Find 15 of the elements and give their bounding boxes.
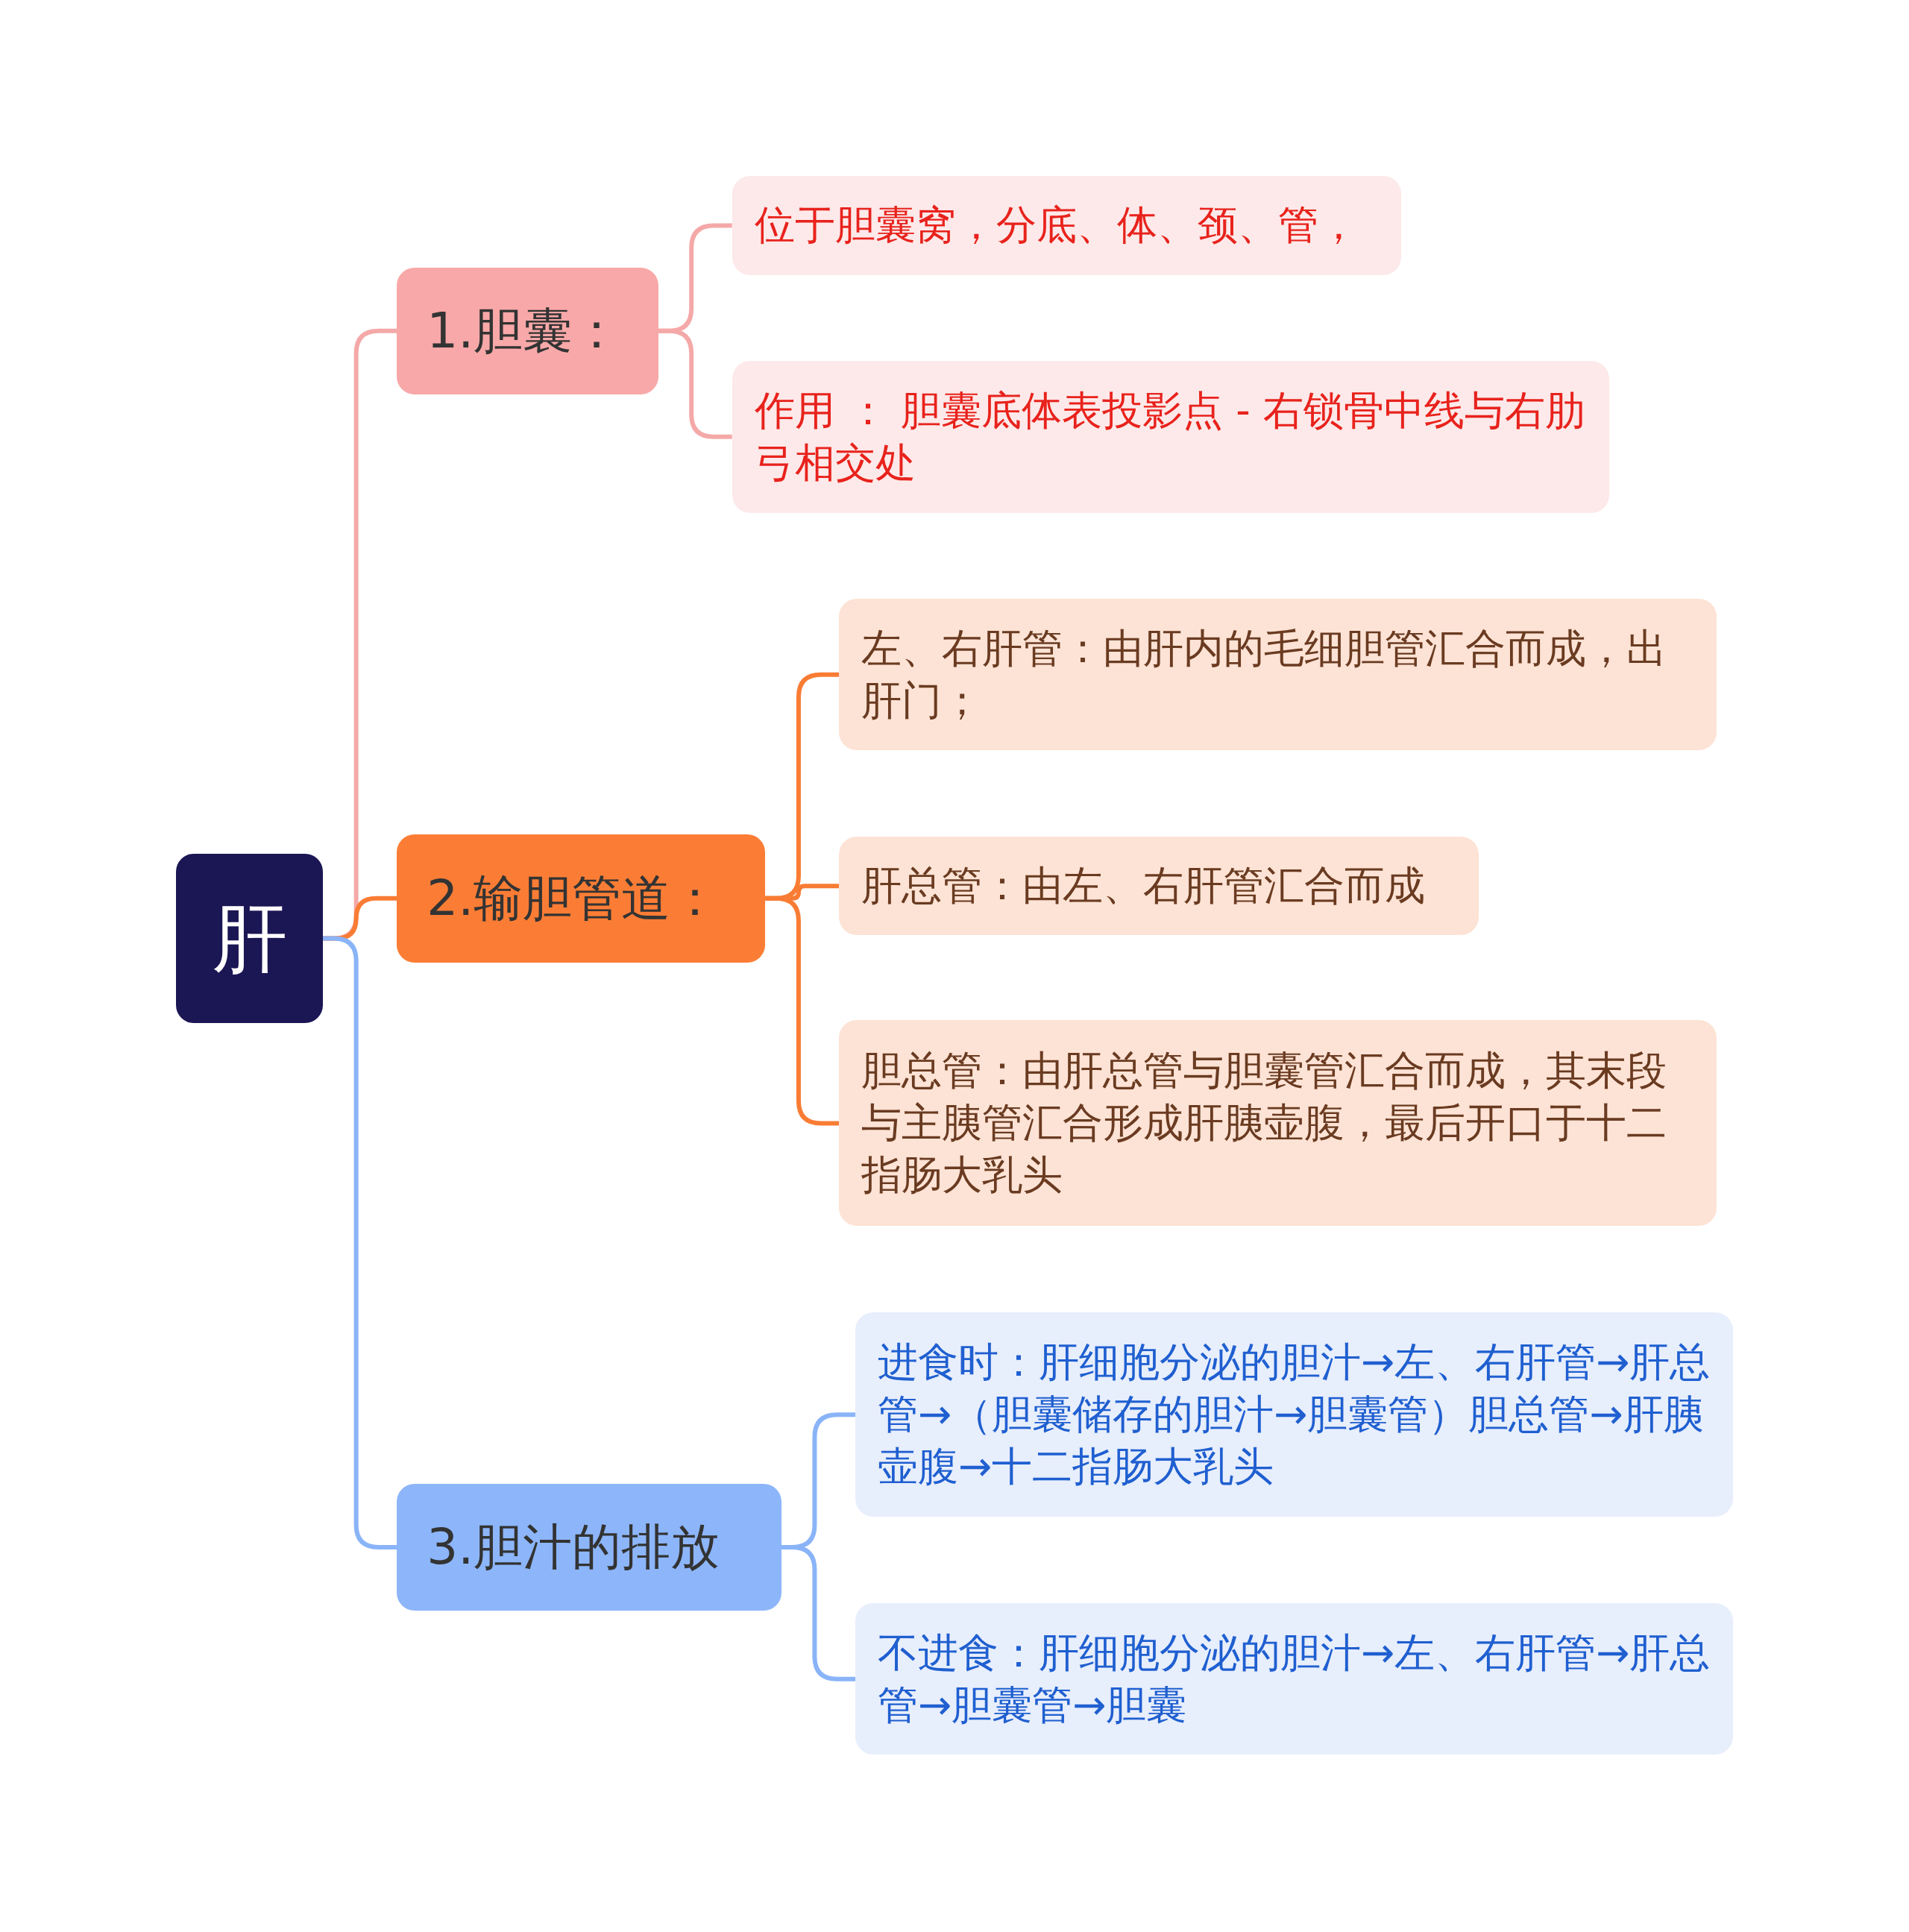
branch-topic-box: 2.输胆管道： (397, 834, 766, 963)
connector-line (765, 896, 840, 1126)
branch-topic-box: 1.胆囊： (397, 267, 658, 394)
subtopic-box: 左、右肝管：由肝内的毛细胆管汇合而成，出肝门； (839, 599, 1717, 751)
subtopic-box: 位于胆囊窝，分底、体、颈、管， (732, 176, 1402, 275)
connector-line (323, 936, 397, 1549)
connector-line (658, 328, 732, 439)
subtopic-box: 肝总管：由左、右肝管汇合而成 (839, 837, 1479, 936)
root-topic-box: 肝 (176, 854, 323, 1023)
subtopic-box: 胆总管：由肝总管与胆囊管汇合而成，其末段与主胰管汇合形成肝胰壶腹，最后开口于十二指肠大乳头 (839, 1020, 1717, 1227)
subtopic-box: 不进食：肝细胞分泌的胆汁→左、右肝管→肝总管→胆囊管→胆囊 (855, 1603, 1733, 1755)
branch-topic-box: 3.胆汁的排放 (397, 1483, 781, 1611)
connector-line (781, 1544, 855, 1681)
subtopic-box: 进食时：肝细胞分泌的胆汁→左、右肝管→肝总管→（胆囊储存的胆汁→胆囊管）胆总管→肝胰壶腹→十二指肠大乳头 (855, 1312, 1733, 1517)
subtopic-box: 作用 ： 胆囊底体表投影点 - 右锁骨中线与右肋弓相交处 (732, 361, 1610, 513)
